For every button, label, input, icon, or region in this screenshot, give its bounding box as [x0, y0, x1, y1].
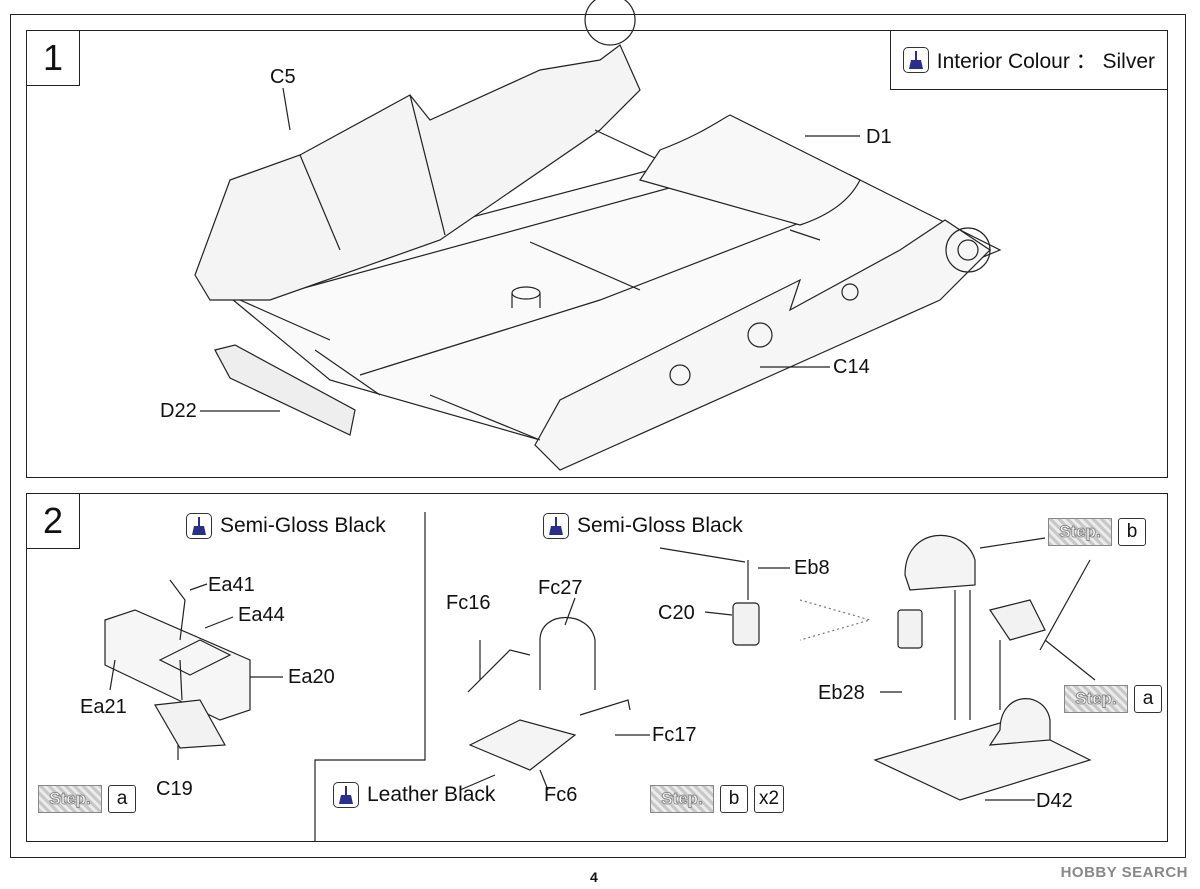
step-ref-a-left: Step. a	[38, 785, 136, 813]
step-tag: Step.	[650, 785, 714, 813]
part-label-c5: C5	[270, 66, 296, 88]
paint-label: Leather Black	[367, 783, 496, 806]
part-label-d1: D1	[866, 126, 892, 148]
seat-frame-ea20	[104, 609, 251, 721]
step-ref-b-mid: Step. b x2	[650, 785, 785, 813]
part-label-d42: D42	[1036, 790, 1073, 812]
part-c20	[732, 602, 760, 646]
part-label-c19: C19	[156, 778, 193, 800]
seat-back-fc27	[539, 617, 596, 690]
left-wall-c5	[194, 44, 641, 301]
step-ref-letter: a	[108, 785, 136, 813]
step-tag: Step.	[1048, 518, 1112, 546]
step-ref-count: x2	[754, 785, 785, 813]
page-frame	[10, 14, 1186, 858]
part-label-ea44: Ea44	[238, 604, 285, 626]
paint-brush-icon	[333, 782, 359, 808]
part-label-c14: C14	[833, 356, 870, 378]
part-label-d22: D22	[160, 400, 197, 422]
part-label-ea41: Ea41	[208, 574, 255, 596]
page-number: 4	[590, 869, 598, 885]
step-tag: Step.	[1064, 685, 1128, 713]
step-2-panel: 2	[26, 493, 1168, 842]
seat-base-fc6	[468, 719, 577, 771]
paint-instruction: Interior Colour ： Silver	[889, 31, 1167, 90]
step-tag: Step.	[38, 785, 102, 813]
part-label-fc27: Fc27	[538, 577, 583, 599]
paint-semi-gloss-left: Semi-Gloss Black	[186, 513, 386, 539]
step-ref-a-right: Step. a	[1064, 685, 1162, 713]
seat-lower	[988, 698, 1051, 746]
part-label-ea20: Ea20	[288, 666, 335, 688]
part-label-c20: C20	[658, 602, 695, 624]
paint-label: Semi-Gloss Black	[220, 514, 386, 537]
step-1-panel: 1 Interior Colour ： Silver	[26, 30, 1168, 478]
step-ref-b-right: Step. b	[1048, 518, 1146, 546]
paint-leather-black: Leather Black	[333, 782, 495, 808]
seat-upper	[904, 534, 976, 591]
step-ref-letter: a	[1134, 685, 1162, 713]
part-label-eb8: Eb8	[794, 557, 830, 579]
paint-semi-gloss-mid: Semi-Gloss Black	[543, 513, 743, 539]
part-label-eb28: Eb28	[818, 682, 865, 704]
part-label-ea21: Ea21	[80, 696, 127, 718]
step-1-number: 1	[27, 31, 80, 86]
front-plate-d1	[639, 114, 861, 226]
paint-brush-icon	[186, 513, 212, 539]
paint-brush-icon	[902, 47, 929, 73]
paint-brush-icon	[543, 513, 569, 539]
part-label-fc6: Fc6	[544, 784, 578, 806]
watermark: HOBBY SEARCH	[1060, 864, 1188, 881]
paint-label: Interior Colour ： Silver	[936, 50, 1155, 73]
step-2-number: 2	[27, 494, 80, 549]
part-label-fc16: Fc16	[446, 592, 491, 614]
base-d42	[873, 719, 1092, 801]
rear-plate-d22	[214, 344, 356, 436]
step-ref-letter: b	[720, 785, 748, 813]
paint-label: Semi-Gloss Black	[577, 514, 743, 537]
part-label-fc17: Fc17	[652, 724, 697, 746]
side-wall-c14	[534, 219, 991, 471]
step-ref-letter: b	[1118, 518, 1146, 546]
